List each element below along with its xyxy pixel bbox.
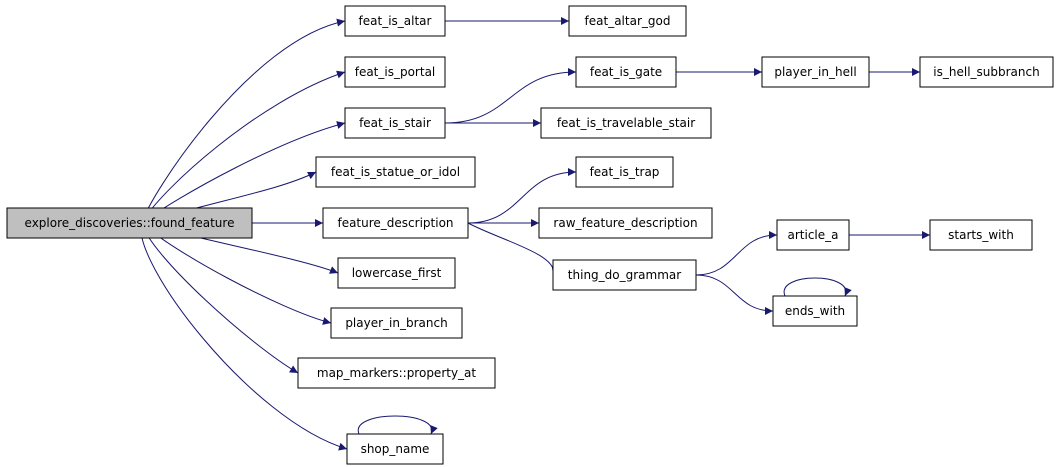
node-box [297,357,496,389]
node-box [929,219,1033,251]
node-label: shop_name [361,442,430,456]
edge-feat-is-stair-to-feat-is-gate [444,68,577,124]
node-label: feat_is_altar [359,14,432,28]
node-box [919,56,1054,88]
node-box [6,207,253,239]
node-label: feat_is_travelable_stair [557,116,695,130]
node-box [772,295,858,327]
node-shop-name[interactable]: shop_name [346,433,444,465]
node-box [315,156,476,188]
node-box [344,107,446,139]
node-feat-is-stair[interactable]: feat_is_stair [344,107,446,139]
node-box [568,5,687,37]
edge-shop-name-to-shop-name [358,415,438,435]
edge-ends-with-to-ends-with [783,277,852,297]
node-feature-description[interactable]: feature_description [322,207,469,239]
node-article-a[interactable]: article_a [776,219,850,251]
node-label: article_a [788,228,839,242]
edge-feature-description-to-feat-is-trap [467,168,577,224]
edge-root-to-feat-is-portal [141,70,346,224]
node-label: starts_with [948,228,1014,242]
node-root[interactable]: explore_discoveries::found_feature [6,207,253,239]
node-map-markers-property-at[interactable]: map_markers::property_at [297,357,496,389]
node-label: raw_feature_description [553,216,697,230]
node-label: is_hell_subbranch [933,65,1039,79]
edge-thing-do-grammar-to-ends-with [695,274,774,315]
node-label: feat_is_stair [359,116,431,130]
node-player-in-hell[interactable]: player_in_hell [761,56,870,88]
node-box [330,307,463,339]
node-label: lowercase_first [352,266,442,280]
node-label: ends_with [785,304,845,318]
node-ends-with[interactable]: ends_with [772,295,858,327]
node-label: player_in_branch [345,316,447,330]
node-box [552,259,697,291]
node-label: explore_discoveries::found_feature [25,216,235,230]
edge-root-to-shop-name [140,222,348,451]
node-starts-with[interactable]: starts_with [929,219,1033,251]
node-player-in-branch[interactable]: player_in_branch [330,307,463,339]
node-feat-is-travelable-stair[interactable]: feat_is_travelable_stair [540,107,712,139]
node-thing-do-grammar[interactable]: thing_do_grammar [552,259,697,291]
edge-root-to-feat-is-altar [141,18,346,224]
node-label: feat_is_trap [590,165,660,179]
node-feat-is-altar[interactable]: feat_is_altar [344,5,446,37]
node-box [575,56,677,88]
node-feat-is-trap[interactable]: feat_is_trap [575,156,674,188]
node-lowercase-first[interactable]: lowercase_first [337,257,456,289]
edge-root-to-map-markers-property-at [141,222,299,374]
node-label: feat_is_gate [590,65,662,79]
node-raw-feature-description[interactable]: raw_feature_description [538,207,713,239]
node-box [344,5,446,37]
node-box [575,156,674,188]
edge-thing-do-grammar-to-article-a [695,231,778,276]
node-feat-is-gate[interactable]: feat_is_gate [575,56,677,88]
node-label: feat_altar_god [585,14,671,28]
node-is-hell-subbranch[interactable]: is_hell_subbranch [919,56,1054,88]
node-label: feat_is_portal [355,65,436,79]
node-label: feature_description [337,216,453,230]
node-box [538,207,713,239]
node-feat-is-statue-or-idol[interactable]: feat_is_statue_or_idol [315,156,476,188]
node-box [337,257,456,289]
node-box [322,207,469,239]
node-box [540,107,712,139]
node-label: player_in_hell [774,65,856,79]
nodes-layer: explore_discoveries::found_feature feat_i… [6,5,1054,465]
node-label: feat_is_statue_or_idol [331,165,460,179]
node-feat-is-portal[interactable]: feat_is_portal [344,56,446,88]
node-feat-altar-god[interactable]: feat_altar_god [568,5,687,37]
node-box [776,219,850,251]
node-box [344,56,446,88]
node-box [761,56,870,88]
node-label: thing_do_grammar [568,268,681,282]
node-label: map_markers::property_at [317,366,477,380]
node-box [346,433,444,465]
